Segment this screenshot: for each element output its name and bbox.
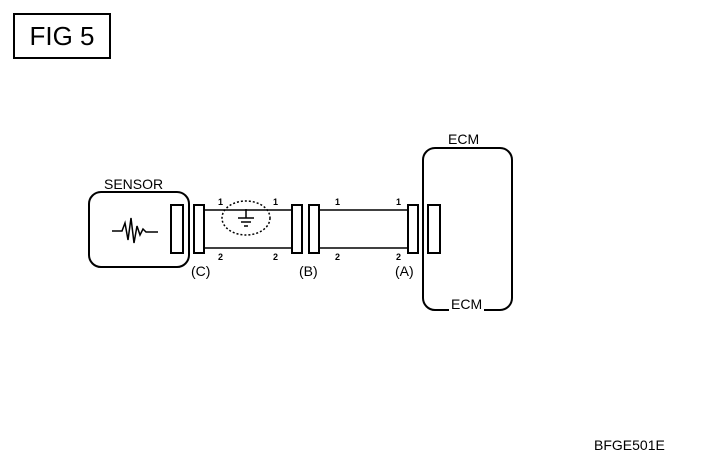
ecm-bottom-label: ECM	[449, 296, 485, 312]
pin-cb-top-left: 1	[218, 197, 224, 207]
connector-b-right-plate	[308, 204, 320, 254]
ecm-top-label: ECM	[448, 131, 480, 147]
ecm-connector	[427, 204, 441, 254]
pin-cb-bottom-right: 2	[273, 252, 279, 262]
sensor-box	[88, 191, 190, 268]
pin-cb-top-right: 1	[273, 197, 279, 207]
connector-b-label: (B)	[299, 263, 318, 279]
connector-c-label: (C)	[191, 263, 211, 279]
shield-ellipse	[221, 200, 271, 236]
sensor-label: SENSOR	[104, 176, 164, 192]
connector-b-left-plate	[291, 204, 303, 254]
connector-c-plate	[193, 204, 205, 254]
figure-code: BFGE501E	[594, 437, 665, 453]
pin-ba-top-left: 1	[335, 197, 341, 207]
figure-label: FIG 5	[13, 13, 111, 59]
connector-a-label: (A)	[395, 263, 414, 279]
ground-icon	[238, 209, 254, 227]
pin-cb-bottom-left: 2	[218, 252, 224, 262]
pin-ba-bottom-left: 2	[335, 252, 341, 262]
sensor-connector	[170, 204, 184, 254]
connector-a-plate	[407, 204, 419, 254]
pin-ba-bottom-right: 2	[396, 252, 402, 262]
pin-ba-top-right: 1	[396, 197, 402, 207]
waveform-icon	[112, 217, 158, 244]
